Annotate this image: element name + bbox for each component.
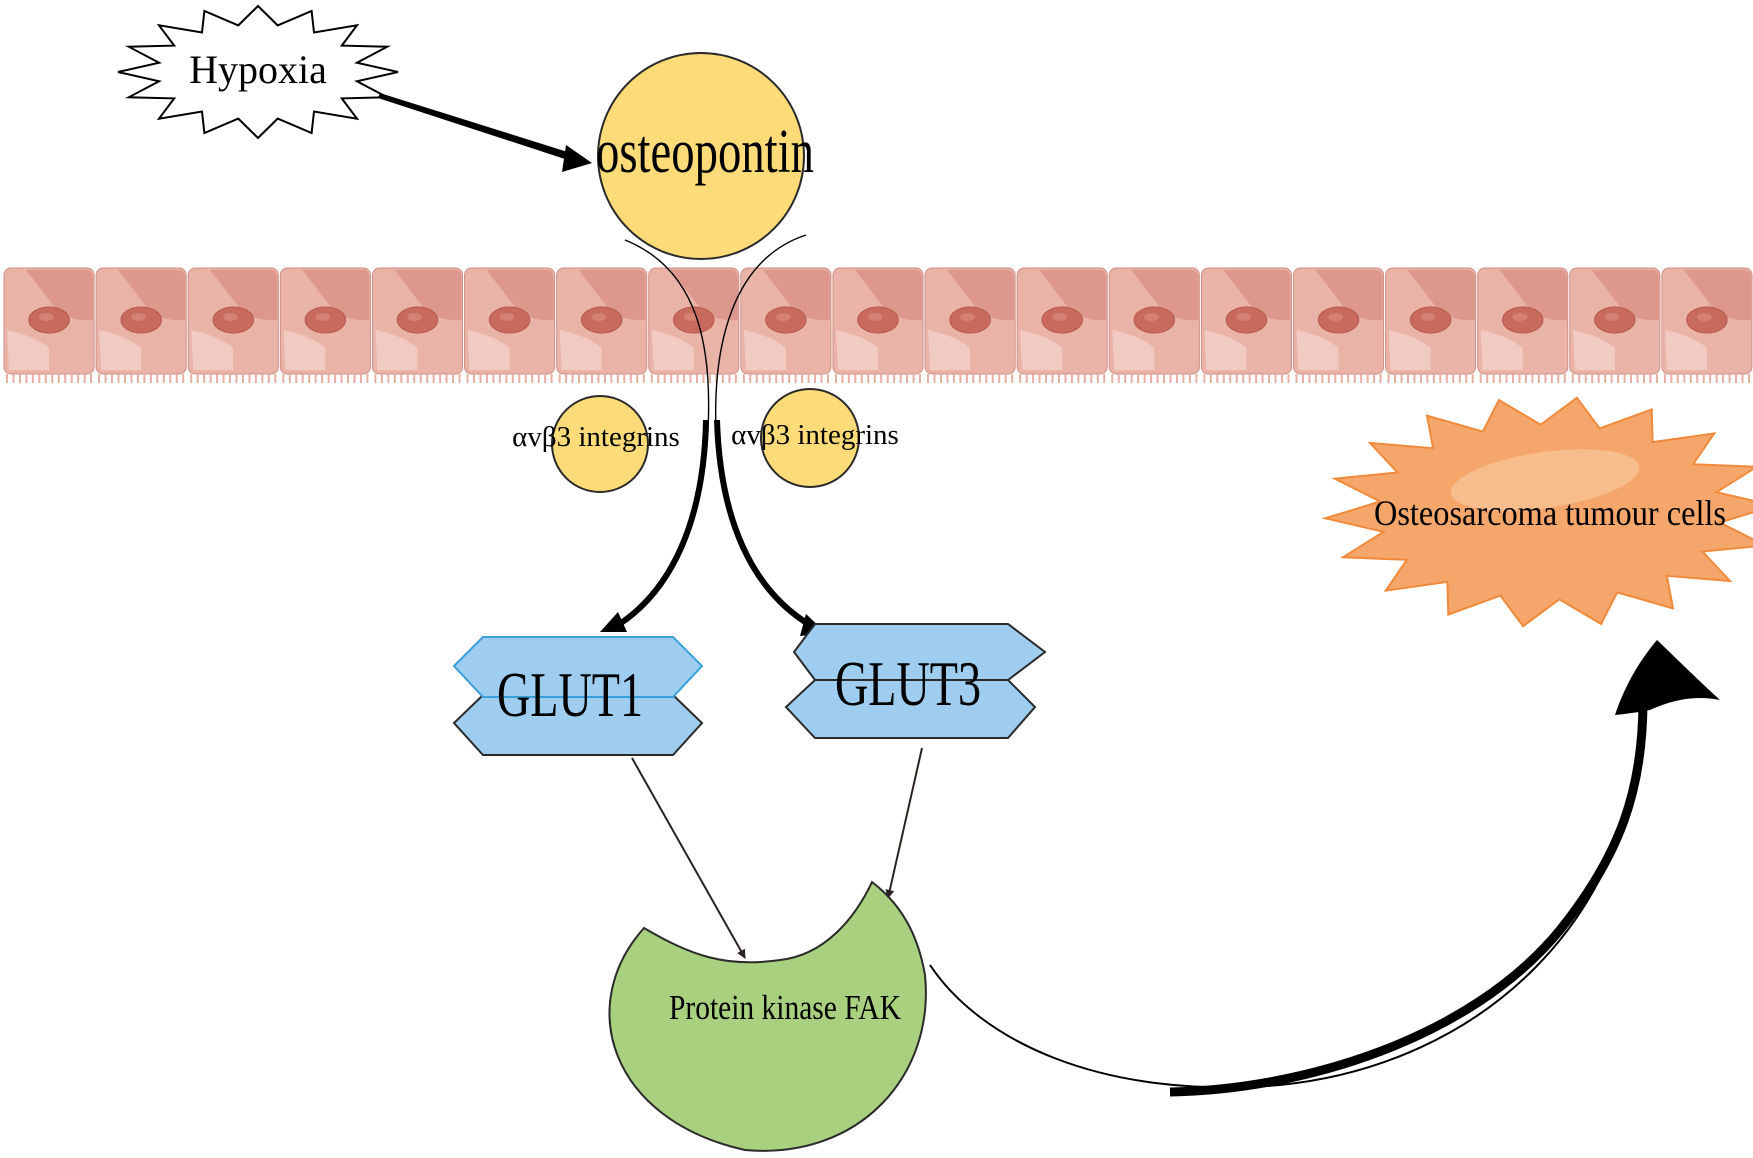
tumour-star-shape (1321, 396, 1753, 628)
glut1-to-fak-arrow (631, 757, 746, 959)
glut3-node: GLUT3 (784, 623, 1047, 739)
osteopontin-node: osteopontin (596, 52, 814, 260)
epithelial-cell (1661, 267, 1753, 383)
microvilli (558, 374, 645, 383)
integrin-left-label: αvβ3 integrins (512, 421, 680, 453)
glut3-to-fak-arrow (885, 747, 923, 899)
tumour-starburst: Osteosarcoma tumour cells (1321, 396, 1753, 628)
integrin-left-circle (551, 395, 649, 493)
microvilli (1295, 374, 1382, 383)
epithelial-cell (832, 267, 924, 383)
microvilli (1111, 374, 1198, 383)
microvilli (834, 374, 922, 383)
cell-membrane-layer (3, 267, 1753, 383)
microvilli (190, 374, 277, 383)
microvilli (1203, 374, 1290, 383)
epithelial-cell (1477, 267, 1569, 383)
hypoxia-arrow-head (562, 145, 592, 172)
microvilli (927, 374, 1014, 383)
big-arrow-thin-part (929, 699, 1644, 1089)
glut3-label: GLUT3 (835, 648, 981, 719)
microvilli (1663, 374, 1750, 383)
hypoxia-starburst: Hypoxia (117, 4, 399, 140)
microvilli (1479, 374, 1566, 383)
epithelial-cell (648, 267, 740, 383)
curve-to-glut1-thick (616, 419, 709, 628)
epithelial-cell (1292, 267, 1385, 383)
epithelial-cell (464, 267, 556, 383)
microvilli (1387, 374, 1474, 383)
epithelial-cell (95, 267, 187, 383)
microvilli (6, 374, 93, 383)
epithelial-cell (1108, 267, 1200, 383)
tumour-highlight (1450, 449, 1640, 511)
integrin-right-node (760, 388, 860, 488)
epithelial-cell (924, 267, 1016, 383)
microvilli (98, 374, 185, 383)
epithelial-cell (1569, 267, 1661, 383)
epithelial-cell (556, 267, 648, 383)
hypoxia-arrow-shaft (378, 93, 574, 161)
big-arrow-thick-part (1169, 699, 1648, 1097)
epithelial-cell (3, 267, 95, 383)
osteopontin-circle (597, 52, 805, 260)
glut1-top-hex (452, 636, 704, 698)
fak-node: Protein kinase FAK (608, 880, 927, 1152)
integrin-left-node (551, 395, 649, 493)
fak-to-tumour-arrow (929, 640, 1720, 1097)
osteopontin-label: osteopontin (596, 118, 814, 186)
integrin-right-circle (760, 388, 860, 488)
epithelial-cell (1385, 267, 1477, 383)
epithelial-cell (279, 267, 371, 383)
epithelial-cell (371, 267, 464, 383)
tumour-label: Osteosarcoma tumour cells (1374, 493, 1726, 533)
microvilli (466, 374, 553, 383)
fak-shape (608, 880, 927, 1152)
microvilli (1019, 374, 1106, 383)
epithelial-cell (1016, 267, 1108, 383)
epithelial-cell (187, 267, 279, 383)
integrin-right-label: αvβ3 integrins (731, 419, 899, 451)
fak-label: Protein kinase FAK (669, 988, 901, 1027)
microvilli (282, 374, 369, 383)
glut1-label: GLUT1 (497, 659, 643, 730)
microvilli (742, 374, 829, 383)
hypoxia-label: Hypoxia (189, 47, 327, 92)
microvilli (650, 374, 737, 383)
big-arrow-head (1615, 640, 1720, 715)
microvilli (374, 374, 461, 383)
microvilli (1571, 374, 1658, 383)
epithelial-cell (1200, 267, 1292, 383)
glut3-top-hex (792, 623, 1047, 681)
hypoxia-to-osteopontin-arrow (378, 93, 592, 172)
epithelial-cell (740, 267, 832, 383)
glut1-node: GLUT1 (452, 636, 704, 756)
hypoxia-star-shape (117, 4, 399, 140)
arrowhead-glut1 (600, 612, 627, 632)
curve-to-glut3-thick (714, 419, 812, 628)
